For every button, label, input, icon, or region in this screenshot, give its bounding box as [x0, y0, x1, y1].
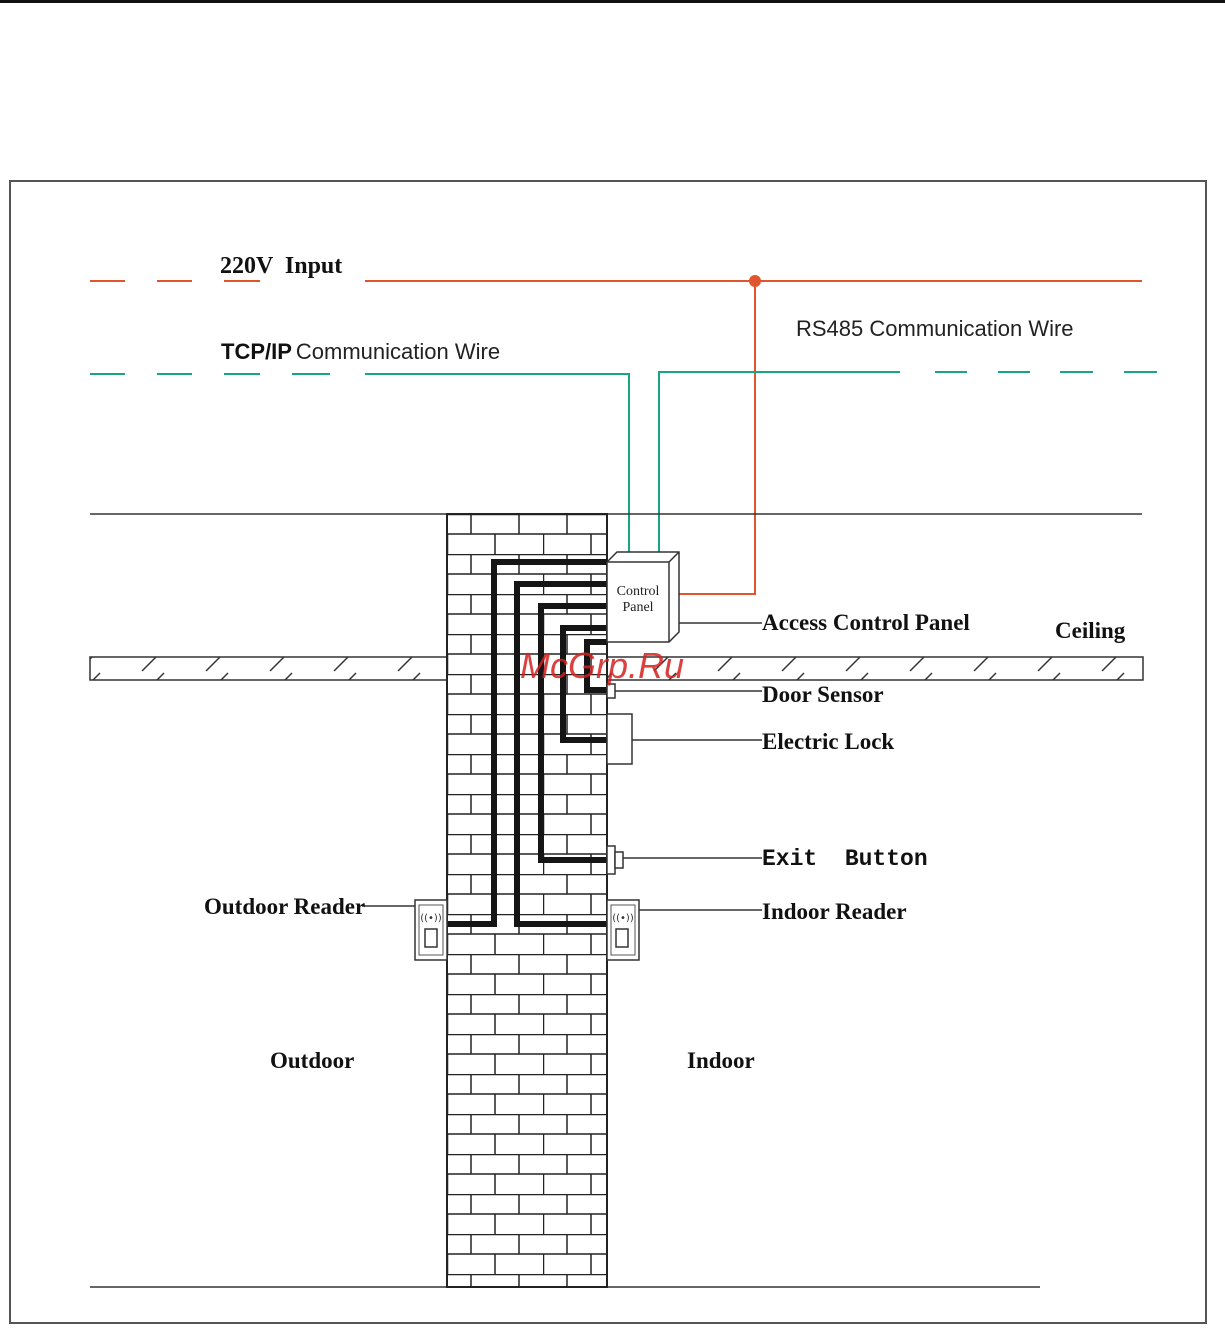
- rs485-label: RS485 Communication Wire: [796, 316, 1074, 341]
- outdoor-reader-device: ((•)): [415, 900, 447, 960]
- indoor-reader-device: ((•)): [607, 900, 639, 960]
- indoor-reader-label: Indoor Reader: [762, 899, 907, 924]
- door-sensor-device: [607, 684, 615, 698]
- power-input-label: 220V Input: [220, 253, 342, 279]
- door-sensor-label: Door Sensor: [762, 682, 884, 707]
- outdoor-reader-wave-icon: ((•)): [420, 913, 442, 924]
- watermark: McGrp.Ru: [520, 645, 684, 686]
- electric-lock-label: Electric Lock: [762, 729, 894, 754]
- outdoor-area-label: Outdoor: [270, 1048, 354, 1073]
- tcpip-label-prefix: TCP/IP: [221, 339, 292, 364]
- exit-button-device: [607, 846, 623, 874]
- exit-button-label: Exit Button: [762, 846, 928, 872]
- control-panel-text-line2: Panel: [622, 600, 653, 615]
- indoor-reader-wave-icon: ((•)): [612, 913, 634, 924]
- indoor-area-label: Indoor: [687, 1048, 755, 1073]
- access-control-panel-label: Access Control Panel: [762, 610, 970, 635]
- electric-lock-device: [607, 714, 632, 764]
- rs485-wire: [659, 372, 1157, 554]
- ceiling-label: Ceiling: [1055, 618, 1126, 643]
- power-junction-dot: [749, 275, 761, 287]
- outdoor-reader-label: Outdoor Reader: [204, 894, 365, 919]
- tcpip-label-suffix: Communication Wire: [296, 339, 500, 364]
- control-panel-text-line1: Control: [617, 584, 660, 599]
